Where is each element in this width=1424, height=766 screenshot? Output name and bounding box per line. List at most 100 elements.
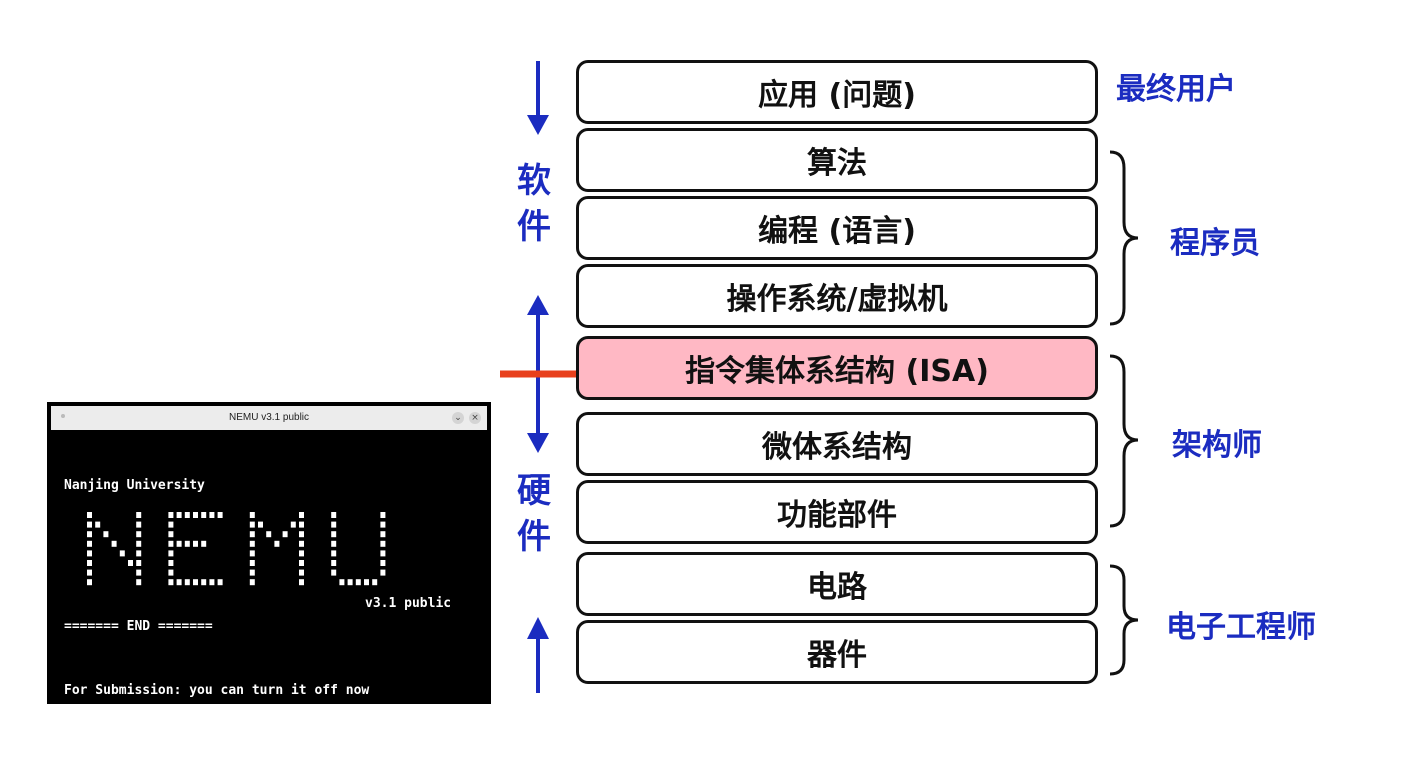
logo-dot: [299, 569, 304, 576]
logo-dot: [193, 540, 198, 547]
logo-dot: [136, 579, 142, 586]
role-programmer: 程序员: [1170, 226, 1260, 261]
logo-dot: [331, 569, 337, 576]
logo-dot: [87, 579, 92, 586]
window-menu-dot-icon[interactable]: [61, 414, 65, 418]
logo-dot: [380, 550, 386, 557]
window-titlebar: NEMU v3.1 public ⌄ ×: [51, 406, 487, 430]
layer-application: 应用 (问题): [576, 60, 1098, 124]
hardware-char-2: 件: [517, 517, 551, 557]
close-icon[interactable]: ×: [469, 412, 481, 424]
arrow-bottom-up-head: [527, 617, 549, 639]
logo-dot: [184, 512, 190, 518]
software-label: 软 件: [514, 158, 554, 250]
logo-dot: [380, 512, 386, 518]
logo-dot: [87, 569, 92, 576]
logo-dot: [331, 540, 337, 547]
logo-dot: [136, 531, 142, 538]
terminal-end-line: ======= END =======: [64, 619, 213, 634]
logo-dot: [136, 521, 142, 528]
programmer-brace: [1109, 150, 1139, 326]
logo-dot: [331, 512, 337, 518]
software-char-2: 件: [517, 207, 551, 247]
logo-dot: [299, 531, 304, 538]
engineer-brace: [1109, 564, 1139, 676]
logo-dot: [128, 560, 133, 566]
logo-dot: [168, 560, 174, 566]
nemu-ascii-logo: [87, 512, 386, 586]
logo-dot: [380, 531, 386, 538]
logo-dot: [209, 512, 215, 518]
logo-dot: [176, 579, 182, 586]
logo-dot: [249, 531, 255, 538]
logo-dot: [168, 579, 174, 586]
logo-dot: [274, 540, 280, 547]
architect-brace: [1109, 354, 1139, 528]
layer-devices: 器件: [576, 620, 1098, 684]
logo-dot: [249, 521, 255, 528]
minimize-icon[interactable]: ⌄: [452, 412, 464, 424]
logo-dot: [290, 521, 296, 528]
logo-dot: [168, 540, 174, 547]
logo-dot: [87, 560, 92, 566]
logo-dot: [331, 550, 337, 557]
logo-dot: [136, 560, 142, 566]
logo-dot: [201, 512, 207, 518]
logo-dot: [355, 579, 361, 586]
layer-microarchitecture: 微体系结构: [576, 412, 1098, 476]
logo-dot: [249, 550, 255, 557]
logo-dot: [299, 512, 304, 518]
logo-dot: [87, 512, 92, 518]
logo-dot: [136, 512, 142, 518]
logo-dot: [168, 569, 174, 576]
logo-dot: [136, 550, 142, 557]
logo-dot: [249, 512, 255, 518]
logo-dot: [87, 531, 92, 538]
logo-dot: [87, 540, 92, 547]
logo-dot: [364, 579, 369, 586]
logo-dot: [299, 560, 304, 566]
logo-dot: [217, 512, 223, 518]
logo-dot: [87, 550, 92, 557]
logo-dot: [299, 550, 304, 557]
side-arrows: [500, 61, 576, 693]
layer-programming: 编程 (语言): [576, 196, 1098, 260]
logo-dot: [201, 579, 207, 586]
terminal-screen: Nanjing University v3.1 public ======= E…: [51, 430, 487, 700]
logo-dot: [249, 569, 255, 576]
layer-circuits: 电路: [576, 552, 1098, 616]
logo-dot: [380, 560, 386, 566]
logo-dot: [209, 579, 215, 586]
terminal-submission-line: For Submission: you can turn it off now: [64, 683, 370, 698]
role-braces: [1109, 150, 1139, 676]
role-architect: 架构师: [1172, 428, 1262, 463]
logo-dot: [136, 569, 142, 576]
logo-dot: [347, 579, 353, 586]
logo-dot: [380, 540, 386, 547]
arrow-mid-down-head: [527, 433, 549, 453]
logo-dot: [168, 521, 174, 528]
logo-dot: [339, 579, 345, 586]
logo-dot: [87, 521, 92, 528]
logo-dot: [372, 579, 378, 586]
logo-dot: [249, 579, 255, 586]
logo-dot: [258, 521, 263, 528]
hardware-label: 硬 件: [514, 468, 554, 560]
layer-os-vm: 操作系统/虚拟机: [576, 264, 1098, 328]
terminal-university-line: Nanjing University: [64, 478, 205, 493]
logo-dot: [249, 560, 255, 566]
logo-dot: [184, 579, 190, 586]
software-char-1: 软: [517, 161, 551, 201]
role-end-user: 最终用户: [1116, 72, 1236, 107]
logo-dot: [95, 521, 101, 528]
terminal-version-line: v3.1 public: [365, 596, 452, 611]
logo-dot: [331, 521, 337, 528]
layer-functional-units: 功能部件: [576, 480, 1098, 544]
layer-isa: 指令集体系结构 (ISA): [576, 336, 1098, 400]
logo-dot: [176, 540, 182, 547]
nemu-window: NEMU v3.1 public ⌄ × Nanjing University …: [47, 402, 491, 704]
logo-dot: [299, 521, 304, 528]
arrow-mid-up-head: [527, 295, 549, 315]
window-title: NEMU v3.1 public: [228, 412, 310, 423]
logo-dot: [136, 540, 142, 547]
